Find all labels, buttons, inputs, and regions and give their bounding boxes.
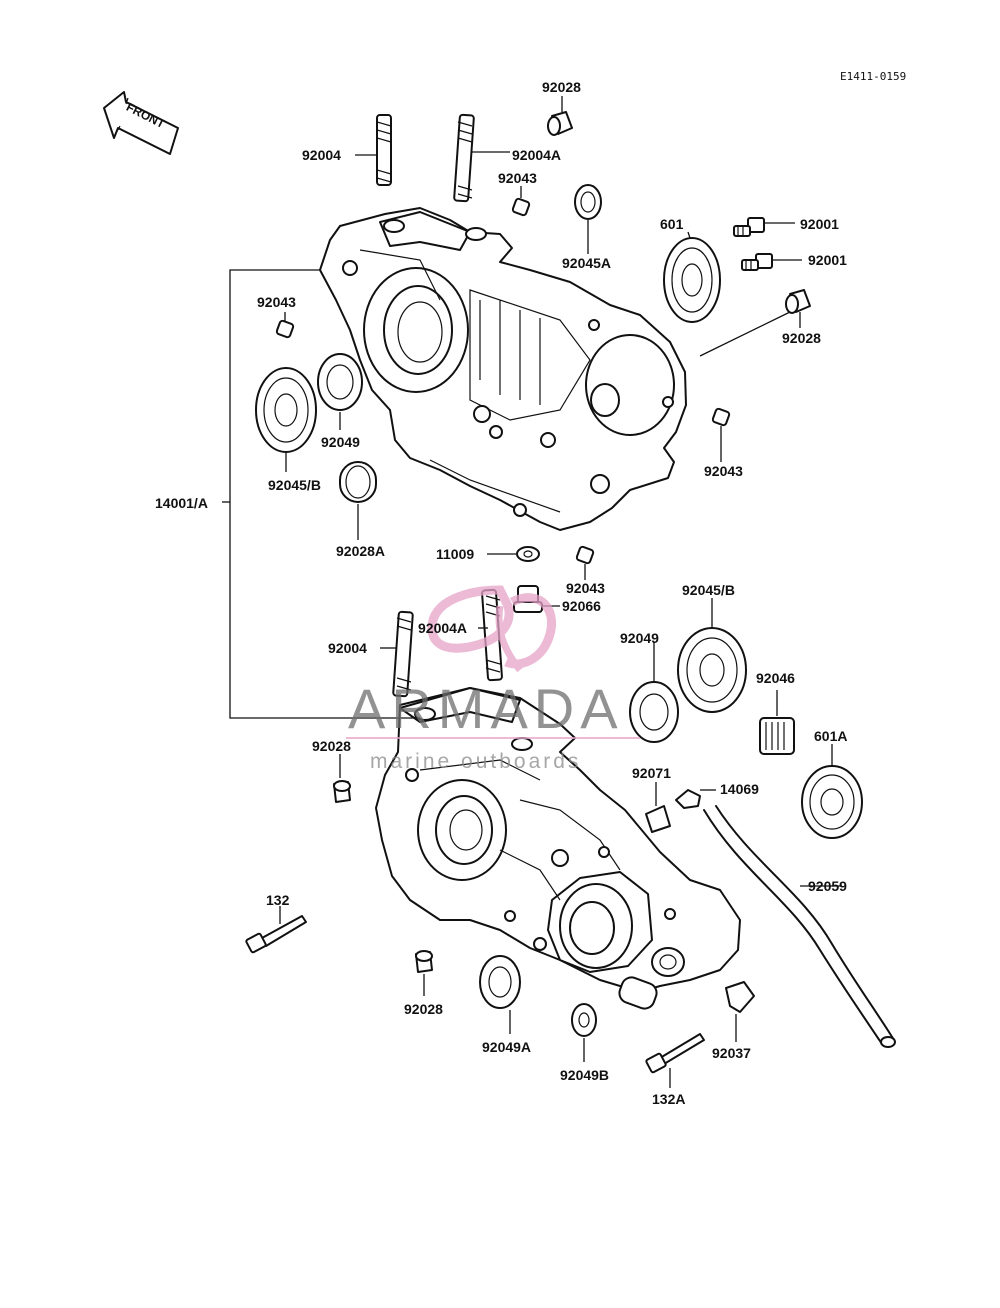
clamp-92037 (725, 981, 755, 1013)
grommet-92071 (645, 805, 671, 833)
part-label-92043-mid: 92043 (566, 580, 605, 596)
reference-code: E1411-0159 (840, 70, 906, 83)
part-label-92045B-top: 92045/B (268, 477, 321, 493)
part-label-92043-right: 92043 (704, 463, 743, 479)
part-label-92001-b: 92001 (808, 252, 847, 268)
part-label-92004-top: 92004 (302, 147, 341, 163)
bolt-132A (645, 1033, 705, 1074)
bolt-92001-b (741, 253, 773, 271)
part-label-92004-bottom: 92004 (328, 640, 367, 656)
hose-92059 (703, 805, 896, 1048)
bearing-92045B-bottom (677, 627, 747, 713)
bearing-92045B-top (255, 367, 317, 453)
dowel-92043-right (711, 407, 731, 427)
bearing-92045A (574, 184, 602, 220)
pin-92028-top (547, 111, 573, 136)
part-label-92037: 92037 (712, 1045, 751, 1061)
washer-11009 (516, 546, 540, 562)
part-label-14001A: 14001/A (155, 495, 208, 511)
part-label-92049A: 92049A (482, 1039, 531, 1055)
stud-92004-top (376, 114, 392, 186)
watermark-tagline: marine outboards (370, 750, 581, 773)
dowel-92043-left (275, 319, 295, 339)
part-label-92028-bottom: 92028 (404, 1001, 443, 1017)
part-label-92028-left: 92028 (312, 738, 351, 754)
part-label-92045B-bottom: 92045/B (682, 582, 735, 598)
seal-92049A (479, 955, 521, 1009)
part-label-92045A: 92045A (562, 255, 611, 271)
part-label-92043-top: 92043 (498, 170, 537, 186)
bolt-132 (245, 915, 307, 954)
part-label-92059: 92059 (808, 878, 847, 894)
bearing-601A (801, 765, 863, 839)
part-label-92028A: 92028A (336, 543, 385, 559)
stud-92004-bottom (392, 610, 414, 698)
part-label-14069: 14069 (720, 781, 759, 797)
fitting-14069 (675, 789, 701, 809)
bearing-601 (663, 237, 721, 323)
part-label-601A: 601A (814, 728, 847, 744)
part-label-92028-top: 92028 (542, 79, 581, 95)
seal-92049-top (317, 353, 363, 411)
part-label-92049-bottom: 92049 (620, 630, 659, 646)
stud-92004A-top (453, 113, 475, 203)
part-label-601: 601 (660, 216, 684, 232)
watermark-brand: ARMADA (348, 677, 624, 740)
dowel-92043-top (511, 197, 531, 217)
pin-92028-left (333, 780, 351, 803)
pin-92028-right (785, 289, 811, 314)
lower-crankcase (375, 687, 741, 1010)
seal-92049B (571, 1003, 597, 1037)
part-label-92004A-top: 92004A (512, 147, 561, 163)
watermark: ARMADA marine outboards (346, 585, 640, 773)
part-label-92066: 92066 (562, 598, 601, 614)
dowel-92043-mid (575, 545, 595, 565)
part-label-92046: 92046 (756, 670, 795, 686)
part-label-92049-top: 92049 (321, 434, 360, 450)
watermark-logo-icon (427, 585, 557, 673)
part-label-92028-right: 92028 (782, 330, 821, 346)
part-label-11009: 11009 (436, 546, 474, 562)
bushing-92028A (339, 461, 377, 503)
part-label-92049B: 92049B (560, 1067, 609, 1083)
part-label-92004A-mid: 92004A (418, 620, 467, 636)
part-label-92001-a: 92001 (800, 216, 839, 232)
needle-bearing-92046 (759, 717, 795, 755)
part-label-132: 132 (266, 892, 290, 908)
part-label-92043-left: 92043 (257, 294, 296, 310)
leader-lines (222, 96, 842, 1088)
part-label-92071: 92071 (632, 765, 671, 781)
front-arrow: FRONT (103, 91, 179, 155)
bolt-92001-a (733, 217, 765, 237)
part-label-132A: 132A (652, 1091, 685, 1107)
part-labels: 92028 92004 92004A 92043 92045A 601 9200… (155, 79, 847, 1107)
upper-crankcase (319, 207, 687, 531)
seal-92049-bottom (629, 681, 679, 743)
pin-92028-bottom (415, 950, 433, 973)
